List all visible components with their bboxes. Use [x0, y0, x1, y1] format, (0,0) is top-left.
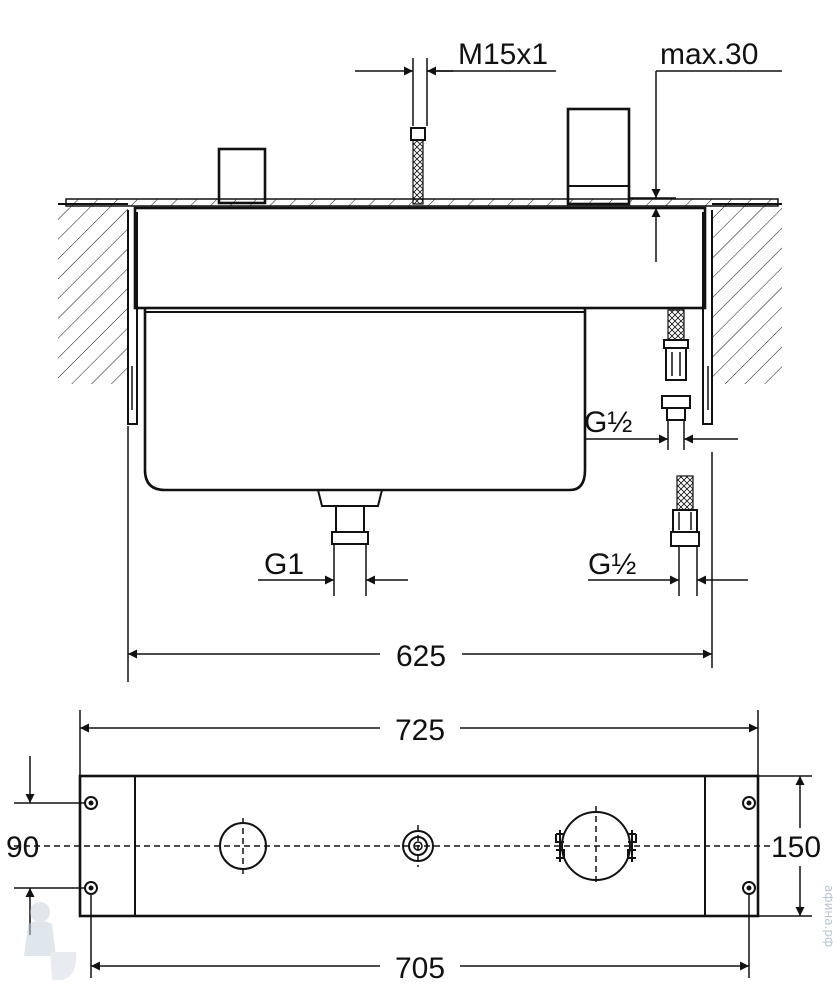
dimension-thread: M15x1: [355, 38, 556, 126]
screw-hole-top-left: [84, 796, 98, 810]
body-width-value: 625: [396, 640, 446, 673]
dimension-plate-height: 150: [758, 775, 821, 917]
dimension-connection-bottom: G½: [588, 546, 748, 596]
frame-leg-left: [127, 210, 138, 425]
thread-label: M15x1: [458, 38, 548, 71]
wall-hatching-left: [58, 203, 128, 384]
side-view: M15x1 max.30 G½ G½: [58, 38, 782, 682]
dimension-body-width: 625: [127, 426, 713, 682]
watermark-logo: [24, 902, 77, 980]
dimension-connection-top: G½: [584, 406, 738, 450]
max-thickness-label: max.30: [660, 38, 758, 71]
plate-height-value: 150: [771, 831, 821, 864]
cutout-left: [219, 818, 267, 874]
tank-body: [143, 308, 587, 492]
plate-width-value: 725: [395, 714, 445, 747]
housing-upper: [133, 206, 707, 310]
cutout-center: [402, 825, 434, 867]
horizontal-hole-spacing-value: 705: [395, 952, 445, 985]
drain-label: G1: [264, 548, 304, 581]
dimension-drain: G1: [258, 544, 408, 596]
dimension-plate-width: 725: [79, 710, 759, 776]
vertical-hole-spacing-value: 90: [6, 831, 39, 864]
dimension-horizontal-hole-spacing: 705: [90, 894, 750, 985]
screw-hole-bottom-left: [84, 881, 98, 895]
screw-hole-top-right: [742, 796, 756, 810]
connection-bottom-label: G½: [588, 548, 636, 581]
connection-top-label: G½: [584, 406, 632, 439]
right-hose-lower: [670, 475, 700, 547]
watermark-text: афина.рф: [822, 885, 833, 947]
center-hose: [410, 127, 426, 205]
wall-hatching-right: [712, 203, 782, 384]
cutout-right: [555, 806, 637, 886]
screw-hole-bottom-right: [742, 881, 756, 895]
drain-outlet: [317, 489, 383, 545]
frame-leg-right: [702, 210, 713, 425]
dimension-max-thickness: max.30: [628, 38, 782, 262]
dimension-vertical-hole-spacing: 90: [6, 756, 84, 935]
plate-view: 725: [6, 710, 821, 985]
handle-left: [217, 147, 267, 205]
right-hose-upper: [661, 309, 691, 421]
handle-right: [566, 107, 631, 206]
